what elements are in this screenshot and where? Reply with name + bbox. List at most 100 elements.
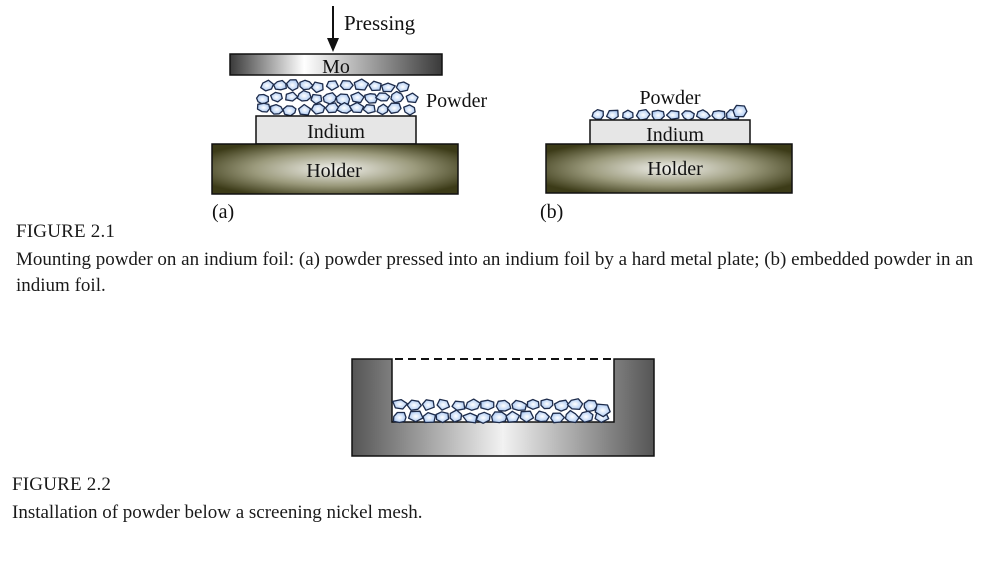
powder-grain [651,109,665,121]
powder-grain [436,398,451,411]
panel-a: Pressing Mo Powder Indium Holder (a) [211,6,487,223]
panel-b: Powder Indium Holder (b) [540,87,793,223]
indium-label: Indium [307,121,365,143]
holder-label: Holder [647,158,703,180]
powder-grain [350,91,365,104]
powder-grain [519,410,535,423]
powder-grain [310,103,326,115]
powder-grain [376,103,389,116]
powder-grain [421,399,435,411]
powder-grain [462,412,478,424]
holder [545,143,793,194]
powder-grain [490,411,508,424]
powder-grain [364,93,379,104]
figure-2-2-caption: Installation of powder below a screening… [12,502,423,523]
powder-label: Powder [639,87,700,109]
powder-grain [464,398,481,411]
pressing-arrow-icon [327,6,339,52]
powder-layer [392,398,611,424]
figure-2-1-title: FIGURE 2.1 [16,221,116,242]
powder-grain [296,89,312,102]
holder-label: Holder [306,160,362,182]
powder-grain [375,92,391,102]
powder-grain [339,79,354,91]
powder-grain [564,409,580,424]
powder-grain [665,110,680,120]
mo-plate [229,53,443,76]
powder-grain [732,104,748,118]
powder-grain [534,410,550,423]
powder-grain [395,81,410,93]
powder-grain [406,399,422,411]
powder-grain [550,412,566,424]
powder-grain [591,108,604,120]
powder-grain [480,399,495,411]
powder-grain [336,102,353,114]
powder-grain [505,410,521,423]
powder-grain [269,91,283,103]
powder-label: Powder [426,90,487,112]
powder-grain [451,400,466,411]
powder-grain [405,92,419,104]
powder-grain [553,399,570,412]
powder-grain [348,101,365,114]
powder-grain [282,105,297,117]
powder-grain [635,108,651,121]
indium-foil [589,119,751,145]
mo-plate-label: Mo [322,56,350,78]
powder-grain [511,399,528,412]
powder-grain [322,92,337,105]
powder-grain [299,79,314,91]
powder-grain [353,78,370,91]
pressing-label: Pressing [344,11,416,35]
powder-grain [711,110,726,122]
powder-grain [368,80,382,92]
powder-grain [390,90,405,104]
powder-grain [578,410,594,423]
powder-grain [422,411,437,424]
figure-2-1-caption: Mounting powder on an indium foil: (a) p… [16,249,974,296]
powder-grain [449,409,463,423]
powder-layer [591,104,748,122]
powder-grain [256,102,271,113]
powder-grain [285,91,299,102]
powder-grain [681,110,695,122]
figure-2-1-diagram: Pressing Mo Powder Indium Holder (a) Pow… [211,6,793,223]
powder-grain [566,398,584,411]
powder-grain [325,80,340,91]
powder-grain [285,79,299,92]
powder-grain [475,411,491,424]
powder-grain [392,411,407,424]
panel-a-tag: (a) [212,201,234,223]
powder-grain [324,102,340,114]
sample-cup [351,358,655,457]
powder-grain [540,398,554,410]
powder-grain [605,109,619,121]
powder-grain [622,109,634,121]
powder-layer [255,78,419,117]
powder-grain [594,403,611,418]
powder-grain [310,81,324,94]
powder-grain [380,82,396,93]
powder-grain [495,399,512,412]
powder-grain [403,104,416,116]
powder-grain [392,398,409,410]
powder-grain [269,103,284,115]
panel-b-tag: (b) [540,201,563,223]
powder-grain [386,102,402,114]
powder-grain [407,410,424,423]
indium-label: Indium [646,124,704,146]
powder-grain [273,79,287,91]
powder-grain [583,399,599,413]
powder-grain [435,411,450,424]
figure-2-2-title: FIGURE 2.2 [12,474,112,495]
powder-grain [260,79,275,92]
figure-2-2-diagram [351,358,655,457]
holder [211,143,459,195]
powder-grain [695,109,711,121]
powder-grain [297,103,312,116]
powder-grain [310,93,323,105]
powder-grain [362,104,376,115]
powder-grain [526,398,540,410]
powder-grain [255,93,270,105]
